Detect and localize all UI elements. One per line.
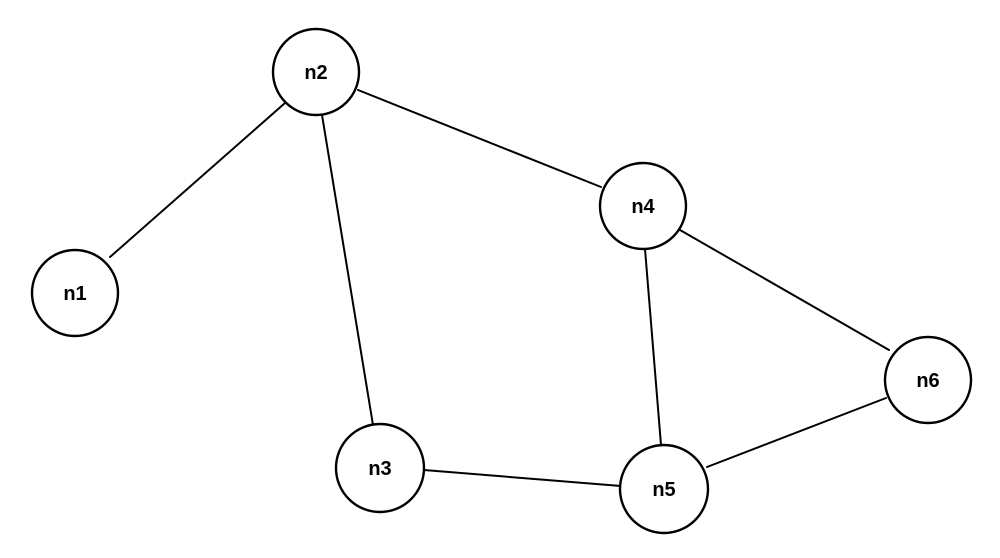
edge-n5-n6 — [706, 397, 887, 468]
node-circle-n5[interactable] — [618, 443, 710, 535]
edge-n4-n6 — [679, 229, 890, 351]
node-circle-n2[interactable] — [271, 27, 361, 117]
node-n2[interactable]: n2 — [271, 27, 361, 117]
node-n4[interactable]: n4 — [598, 161, 688, 251]
node-n1[interactable]: n1 — [30, 248, 120, 338]
node-n3[interactable]: n3 — [334, 422, 426, 514]
edge-n1-n2 — [109, 102, 286, 258]
node-n5[interactable]: n5 — [618, 443, 710, 535]
edge-n4-n5 — [644, 248, 662, 446]
edge-n2-n4 — [357, 89, 602, 188]
node-label-n2: n2 — [304, 62, 327, 84]
node-n6[interactable]: n6 — [883, 335, 973, 425]
edge-n3-n5 — [423, 469, 622, 487]
node-circle-n1[interactable] — [30, 248, 120, 338]
node-label-n1: n1 — [63, 283, 86, 305]
node-label-n4: n4 — [631, 196, 655, 218]
node-circle-n3[interactable] — [334, 422, 426, 514]
node-label-n3: n3 — [368, 458, 391, 480]
edge-n2-n3 — [321, 114, 374, 426]
node-circle-n6[interactable] — [883, 335, 973, 425]
node-label-n6: n6 — [916, 370, 939, 392]
nodes-layer: n1 n2 n3 n4 n5 n6 — [30, 27, 973, 535]
node-label-n5: n5 — [652, 479, 675, 501]
node-circle-n4[interactable] — [598, 161, 688, 251]
edges-layer — [109, 89, 890, 487]
